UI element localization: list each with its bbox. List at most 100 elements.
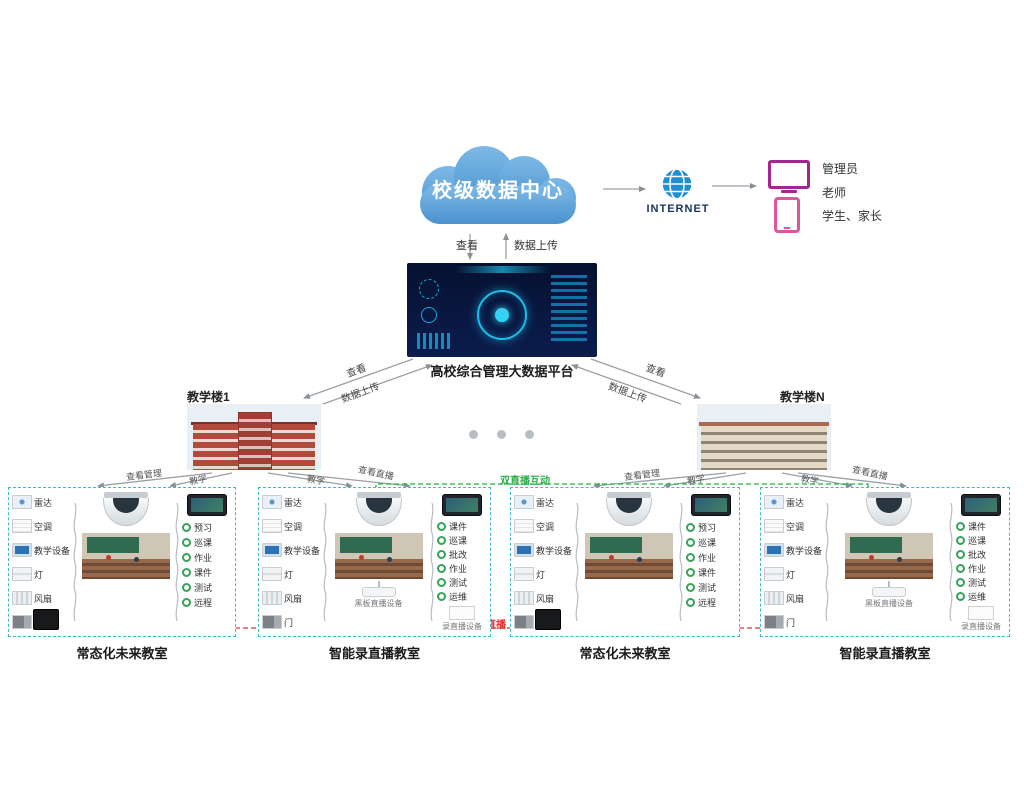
smartphone-icon — [774, 197, 800, 233]
monitor-icon — [768, 160, 810, 189]
platform-screen-list — [551, 275, 587, 345]
classroom-panel-future-2: 雷达 空调 教学设备 灯 风扇 门 预习 巡课 作业 课件 测试 远程 — [510, 487, 740, 637]
chalkboard — [850, 537, 902, 553]
function-icon — [437, 563, 446, 573]
function-column: 预习 巡课 作业 课件 测试 远程 — [182, 492, 232, 632]
platform-screen-gauge — [419, 279, 439, 299]
function-icon — [686, 598, 695, 607]
tablet-image — [442, 494, 482, 516]
device-row: 雷达 — [764, 494, 822, 510]
ellipsis-dot — [525, 430, 534, 439]
camera-mount — [104, 492, 148, 498]
student-dot — [358, 555, 364, 560]
device-label: 雷达 — [34, 497, 53, 508]
building-1-label: 教学楼1 — [187, 390, 230, 404]
function-label: 测试 — [194, 583, 213, 593]
camera-lens — [365, 498, 392, 513]
function-icon — [182, 553, 191, 562]
desks — [845, 559, 933, 579]
dome-camera-image — [352, 492, 406, 528]
wave-divider — [430, 503, 434, 621]
platform-screen-core — [495, 307, 509, 322]
device-label: 空调 — [536, 521, 555, 532]
device-row: 教学设备 — [12, 542, 70, 558]
function-label: 测试 — [449, 577, 468, 588]
function-icon — [956, 522, 965, 532]
device-label: 雷达 — [786, 497, 805, 508]
view-link-label: 查看 — [456, 240, 478, 252]
internet-label: INTERNET — [646, 203, 710, 215]
building-n-label: 教学楼N — [780, 390, 825, 404]
function-row: 测试 — [956, 575, 1006, 589]
function-row: 作业 — [686, 550, 736, 565]
panel-center: 黑板直播设备 — [330, 492, 427, 632]
panel-center — [80, 492, 172, 632]
function-label: 巡课 — [968, 536, 987, 547]
wave-divider — [949, 503, 953, 621]
device-label: 风扇 — [34, 593, 53, 604]
device-row: 空调 — [764, 518, 822, 534]
camera-lens — [616, 498, 642, 513]
aux-device-image — [968, 605, 994, 620]
upload-link-label: 数据上传 — [514, 240, 558, 252]
function-label: 巡课 — [698, 538, 717, 548]
function-icon — [686, 538, 695, 547]
manage-link-label: 查看管理 — [125, 467, 163, 483]
function-row: 测试 — [182, 580, 232, 595]
function-row: 批改 — [956, 548, 1006, 562]
device-column: 雷达 空调 教学设备 灯 风扇 门 — [764, 492, 822, 632]
recorder-caption: 黑板直播设备 — [865, 599, 913, 608]
device-label: 教学设备 — [536, 545, 573, 556]
function-row: 课件 — [437, 520, 487, 534]
device-label: 空调 — [786, 521, 805, 532]
teach-link-label: 教学 — [800, 473, 820, 487]
door-icon — [262, 615, 282, 629]
device-row: 空调 — [12, 518, 70, 534]
classroom-photo — [82, 533, 170, 579]
function-row: 测试 — [686, 580, 736, 595]
function-label: 批改 — [968, 550, 987, 561]
classroom-panel-recording-2: 雷达 空调 教学设备 灯 风扇 门 黑板直播设备 课件 巡课 批改 作业 测试 … — [760, 487, 1010, 637]
function-row: 课件 — [182, 565, 232, 580]
function-icon — [182, 523, 191, 532]
function-row: 作业 — [182, 550, 232, 565]
recorder-body — [361, 587, 396, 597]
function-label: 运维 — [449, 591, 468, 602]
building-tower — [237, 412, 273, 470]
function-row: 巡课 — [437, 534, 487, 548]
classroom-title: 常态化未来教室 — [76, 646, 168, 661]
device-label: 灯 — [34, 569, 44, 580]
device-label: 门 — [786, 617, 796, 628]
function-row: 巡课 — [956, 534, 1006, 548]
door-icon — [764, 615, 784, 629]
function-label: 作业 — [194, 553, 213, 563]
building-facade — [701, 426, 827, 470]
dual-live-label: 双直播互动 — [500, 476, 550, 487]
function-label: 巡课 — [449, 536, 468, 547]
function-label: 课件 — [968, 522, 987, 533]
teaching-equipment-icon — [12, 543, 32, 557]
function-row: 巡课 — [182, 535, 232, 550]
student-dot — [609, 555, 614, 560]
radar-icon — [764, 495, 784, 509]
manage-link-label: 查看管理 — [623, 467, 661, 483]
fan-icon — [12, 591, 32, 605]
camera-mount — [356, 492, 401, 498]
ac-icon — [12, 519, 32, 533]
chalkboard — [339, 537, 392, 553]
internet-globe-icon — [660, 167, 694, 201]
function-label: 作业 — [698, 553, 717, 563]
dome-camera-image — [862, 492, 916, 528]
classroom-panel-recording-1: 雷达 空调 教学设备 灯 风扇 门 黑板直播设备 课件 巡课 批改 作业 测试 … — [258, 487, 491, 637]
device-label: 空调 — [284, 521, 303, 532]
function-label: 巡课 — [194, 538, 213, 548]
device-label: 雷达 — [536, 497, 555, 508]
view-live-link-label: 查看直播 — [851, 464, 889, 482]
teach-link-label: 教学 — [306, 473, 326, 487]
dome-camera-image — [99, 492, 153, 528]
function-icon — [686, 553, 695, 562]
function-column: 课件 巡课 批改 作业 测试 运维 录直播设备 — [956, 492, 1006, 632]
function-icon — [686, 568, 695, 577]
ac-icon — [262, 519, 282, 533]
tablet-image — [187, 494, 227, 516]
